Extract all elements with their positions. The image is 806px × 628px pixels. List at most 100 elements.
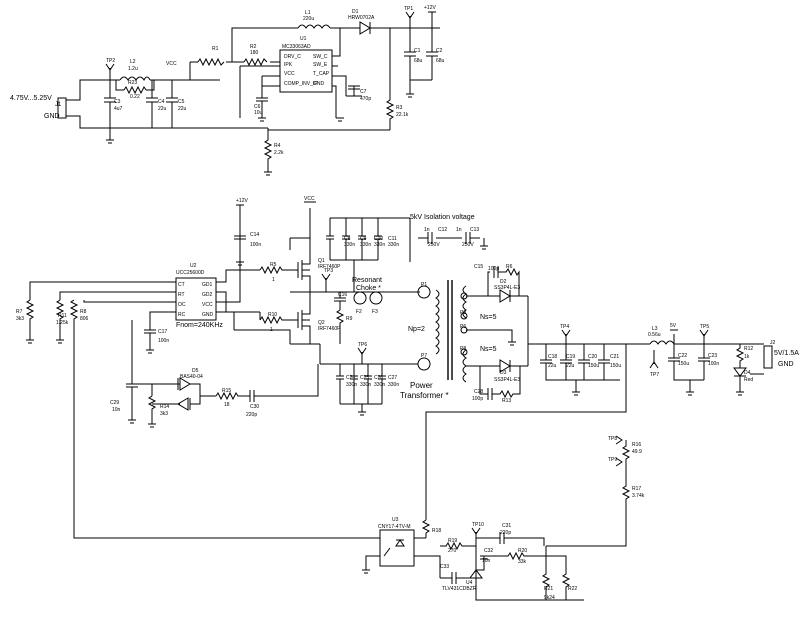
r23-value: 0.22 — [130, 94, 140, 100]
u2-left-wires — [29, 281, 176, 320]
feedback-section: TP8 TP9 R16 49.9 R17 3.74k U3 CNY17-4TV-… — [362, 344, 645, 601]
r1-label: R1 — [212, 46, 219, 52]
tp7-label: TP7 — [650, 372, 659, 378]
r9-label: R9 — [346, 316, 353, 322]
output-rating-label: 5V/1.5A — [774, 350, 799, 357]
r19-label: R19 — [448, 538, 457, 544]
v12-symbol-mid — [236, 204, 244, 216]
c19-label: C19 — [566, 354, 575, 360]
c9-value: 330n — [360, 242, 371, 248]
c22-value: 150u — [678, 361, 689, 367]
r13-label: R13 — [502, 398, 511, 404]
r11-label: R11 — [58, 313, 67, 319]
r21-value: 9k24 — [544, 595, 555, 601]
r20-resistor — [484, 546, 547, 561]
l1-value: 220u — [303, 16, 314, 22]
c31-cap — [476, 532, 545, 546]
r4-resistor — [263, 128, 273, 176]
c16-label: C16 — [338, 292, 347, 298]
u2-pin-gd1: GD1 — [202, 282, 213, 288]
c12-label: C12 — [438, 227, 447, 233]
u3-gnd — [362, 555, 380, 574]
u2-pin-oc: OC — [178, 302, 186, 308]
q2-part: IRF7460P — [318, 326, 341, 332]
c20-label: C20 — [588, 354, 597, 360]
r6-label: R6 — [506, 264, 513, 270]
c1-cap — [404, 28, 416, 80]
c20-value: 150u — [588, 363, 599, 369]
vcc-fet — [304, 201, 316, 238]
u1-part: MC33063AD — [282, 44, 311, 50]
pin-p6-label: P6 — [460, 324, 466, 330]
r23-label: R23 — [128, 80, 137, 86]
r17-label: R17 — [632, 486, 641, 492]
r12-label: R12 — [744, 346, 753, 352]
u1-ic — [279, 49, 333, 93]
d1-diode — [359, 21, 371, 35]
r22-resistor — [546, 555, 571, 600]
c9-label: C9 — [360, 236, 367, 242]
power-transformer-label-1: Power — [410, 381, 433, 390]
pin-p8-label: P8 — [460, 346, 466, 352]
r1-wire — [190, 27, 298, 63]
l3-inductor — [649, 340, 740, 345]
np-label: Np=2 — [408, 326, 425, 333]
l2-inductor — [119, 76, 151, 81]
secondary-center-tap — [466, 329, 516, 346]
u2-pin-gnd: GND — [202, 312, 214, 318]
r12-value: 1k — [744, 354, 750, 360]
u3-optocoupler — [379, 529, 415, 567]
r17-value: 3.74k — [632, 493, 645, 499]
r2-label: R2 — [250, 44, 257, 50]
u2-part: UCC25600D — [176, 270, 205, 276]
half-bridge-section: U2 UCC25600D CT RT OC RC GD1 GD2 VCC GND… — [16, 196, 420, 539]
c33-cap — [440, 572, 476, 584]
c17-cap — [144, 320, 156, 354]
r5-resistor — [259, 265, 298, 275]
u2-ic — [175, 277, 217, 321]
r18-resistor — [421, 519, 431, 538]
l2-value: 1.2u — [128, 66, 138, 72]
d5-diode-a — [152, 377, 191, 391]
c2-cap — [426, 28, 438, 80]
choke-pin-f3 — [369, 291, 383, 305]
boost-converter-section: J1 4.75V...5.25V GND TP2 L2 1.2u R23 0.2… — [10, 5, 445, 176]
c7-cap — [346, 85, 362, 97]
tp4-symbol — [561, 329, 571, 344]
tp2-symbol — [105, 63, 115, 71]
tp9-label: TP9 — [608, 457, 617, 463]
c22-label: C22 — [678, 353, 687, 359]
c4-value: 22u — [158, 106, 167, 112]
c28-r13-snubber — [479, 366, 521, 400]
c4-cap — [146, 80, 158, 128]
r5-value: 1 — [272, 277, 275, 283]
r9-resistor — [335, 309, 345, 344]
c1-value: 68u — [414, 58, 423, 64]
l1-inductor — [297, 24, 331, 29]
choke-pin-f3-label: F3 — [372, 309, 378, 315]
c14-label: C14 — [250, 232, 259, 238]
c1-label: C1 — [414, 48, 421, 54]
fnom-label: Fnom=240KHz — [176, 322, 223, 329]
r12-d4-led — [733, 344, 747, 396]
tp6-label: TP6 — [358, 342, 367, 348]
gnd-label-j2: GND — [778, 361, 794, 368]
r15-value: 18 — [224, 402, 230, 408]
r11-resistor — [55, 299, 65, 344]
c6-label: C6 — [254, 104, 261, 110]
gnd-label-j1: GND — [44, 113, 60, 120]
isolation-voltage-label: 5kV Isolation voltage — [410, 214, 475, 221]
c19-cap — [560, 344, 572, 380]
resonant-choke-label-1: Resonant — [352, 277, 382, 284]
d1-label: D1 — [352, 9, 359, 15]
d3-part: SS3P4L-E3 — [494, 377, 520, 383]
u2-pin-gd2: GD2 — [202, 292, 213, 298]
l1-label: L1 — [305, 10, 311, 16]
tp5-label: TP5 — [700, 324, 709, 330]
tp3-symbol — [321, 273, 331, 292]
c25-value: 330n — [360, 382, 371, 388]
c26-label: C26 — [374, 375, 383, 381]
d5-label: D5 — [192, 368, 199, 374]
c27-label: C27 — [388, 375, 397, 381]
r7-value: 3k3 — [16, 316, 24, 322]
